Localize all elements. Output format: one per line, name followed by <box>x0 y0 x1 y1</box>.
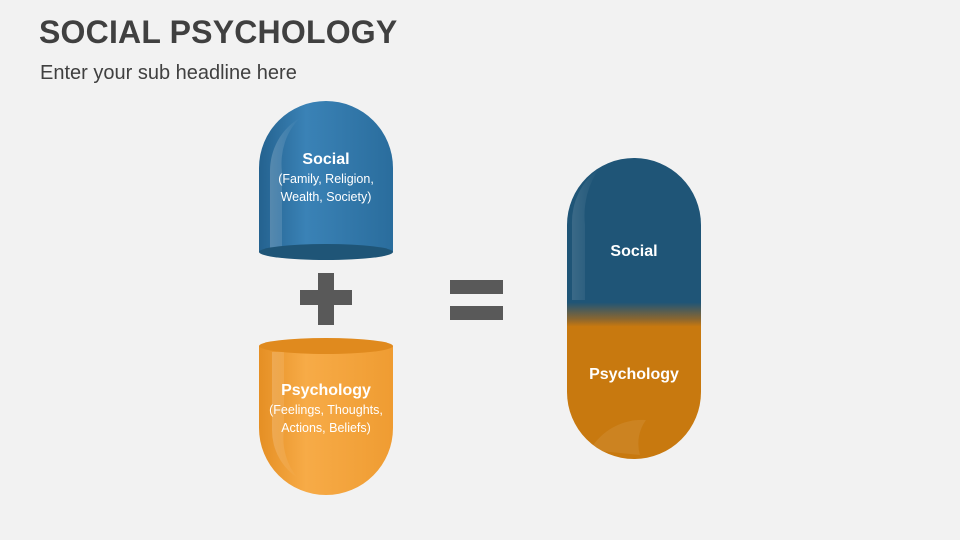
result-social-label: Social <box>610 243 658 260</box>
social-capsule-text: Social (Family, Religion, Wealth, Societ… <box>259 150 393 206</box>
result-pill <box>567 158 701 459</box>
page-title: SOCIAL PSYCHOLOGY <box>39 14 398 50</box>
social-capsule-half <box>259 101 393 260</box>
social-detail-line-2: Wealth, Society) <box>280 190 372 204</box>
psychology-heading: Psychology <box>281 382 371 399</box>
social-detail-line-1: (Family, Religion, <box>278 172 374 186</box>
result-psychology-label: Psychology <box>589 366 679 383</box>
psychology-detail-line-2: Actions, Beliefs) <box>281 421 371 435</box>
psychology-capsule-half <box>259 338 393 495</box>
psychology-capsule-text: Psychology (Feelings, Thoughts, Actions,… <box>249 381 403 437</box>
plus-icon <box>300 273 352 325</box>
equals-icon <box>450 280 503 320</box>
psychology-detail-line-1: (Feelings, Thoughts, <box>269 403 383 417</box>
social-heading: Social <box>302 151 350 168</box>
page-subtitle: Enter your sub headline here <box>40 62 297 84</box>
